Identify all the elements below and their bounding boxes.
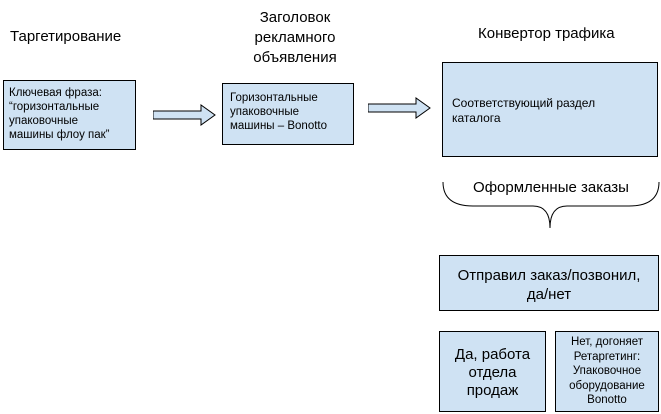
outcome-no-line: оборудование xyxy=(569,379,645,392)
outcome-no-box: Нет, догоняет Ретаргетинг: Упаковочное о… xyxy=(555,331,659,412)
targeting-box-line: машины флоу пак” xyxy=(9,129,110,141)
header-ad-title: Заголовок рекламного объявления xyxy=(240,8,350,68)
outcome-yes-line: продаж xyxy=(466,382,519,399)
outcome-yes-box: Да, работа отдела продаж xyxy=(439,331,546,412)
header-traffic-converter: Конвертор трафика xyxy=(478,25,615,42)
outcome-no-line: Bonotto xyxy=(587,394,627,406)
ad-title-box-line: упаковочные xyxy=(230,106,300,118)
ad-title-box-line: машины – Bonotto xyxy=(230,120,327,132)
decision-box: Отправил заказ/позвонил, да/нет xyxy=(439,255,659,311)
header-ad-title-line: Заголовок xyxy=(259,9,331,26)
targeting-box-line: упаковочные xyxy=(9,115,79,127)
catalog-section-box: Соответствующий раздел каталога xyxy=(442,62,658,157)
outcome-yes-line: Да, работа xyxy=(454,346,531,363)
brace-label: Оформленные заказы xyxy=(473,179,629,196)
targeting-box-line: “горизонтальные xyxy=(9,101,100,113)
ad-title-box: Горизонтальные упаковочные машины – Bono… xyxy=(222,83,354,145)
outcome-no-line: Ретаргетинг: xyxy=(573,350,641,363)
header-targeting: Таргетирование xyxy=(10,28,122,45)
decision-box-line: Отправил заказ/позвонил, xyxy=(457,267,641,284)
targeting-box: Ключевая фраза: “горизонтальные упаковоч… xyxy=(3,80,136,150)
targeting-box-line: Ключевая фраза: xyxy=(9,87,102,99)
outcome-no-line: Нет, догоняет xyxy=(570,336,643,348)
arrow-right-icon xyxy=(153,104,216,126)
catalog-section-box-line: Соответствующий раздел xyxy=(452,96,596,110)
outcome-no-line: Упаковочное xyxy=(572,365,642,377)
outcome-yes-line: отдела xyxy=(468,364,517,381)
header-ad-title-line: объявления xyxy=(253,49,337,66)
catalog-section-box-line: каталога xyxy=(452,111,501,125)
decision-box-line: да/нет xyxy=(526,286,572,303)
arrow-right-icon xyxy=(368,97,431,119)
curly-brace-icon xyxy=(442,181,660,229)
header-ad-title-line: рекламного xyxy=(254,29,336,46)
ad-title-box-line: Горизонтальные xyxy=(230,92,318,104)
